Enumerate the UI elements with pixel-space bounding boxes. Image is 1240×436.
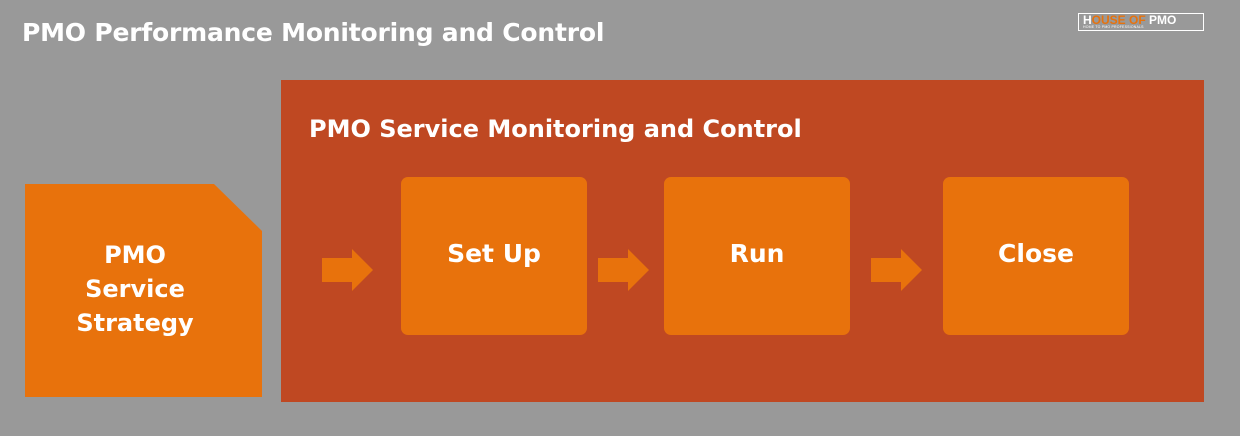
strategy-label-line: Strategy	[76, 309, 194, 337]
pmo-service-strategy-label: PMO Service Strategy	[25, 238, 245, 340]
logo-tagline: HOME TO PMO PROFESSIONALS	[1083, 25, 1144, 29]
logo-main: OUSE OF	[1091, 13, 1150, 27]
strategy-label-line: Service	[85, 275, 185, 303]
pmo-service-strategy-box	[25, 184, 262, 397]
logo-prefix: H	[1083, 13, 1092, 27]
step-run: Run	[664, 177, 850, 335]
page-title: PMO Performance Monitoring and Control	[22, 18, 605, 47]
step-label: Close	[998, 239, 1074, 268]
step-set-up: Set Up	[401, 177, 587, 335]
logo-accent: PMO	[1149, 13, 1177, 27]
panel-title: PMO Service Monitoring and Control	[309, 115, 802, 143]
arrow-right-icon	[598, 249, 649, 291]
step-label: Run	[729, 239, 785, 268]
strategy-label-line: PMO	[104, 241, 166, 269]
arrow-right-icon	[871, 249, 922, 291]
step-close: Close	[943, 177, 1129, 335]
house-of-pmo-logo: HOUSE OF PMO HOME TO PMO PROFESSIONALS	[1078, 13, 1204, 31]
arrow-right-icon	[322, 249, 373, 291]
step-label: Set Up	[447, 239, 541, 268]
